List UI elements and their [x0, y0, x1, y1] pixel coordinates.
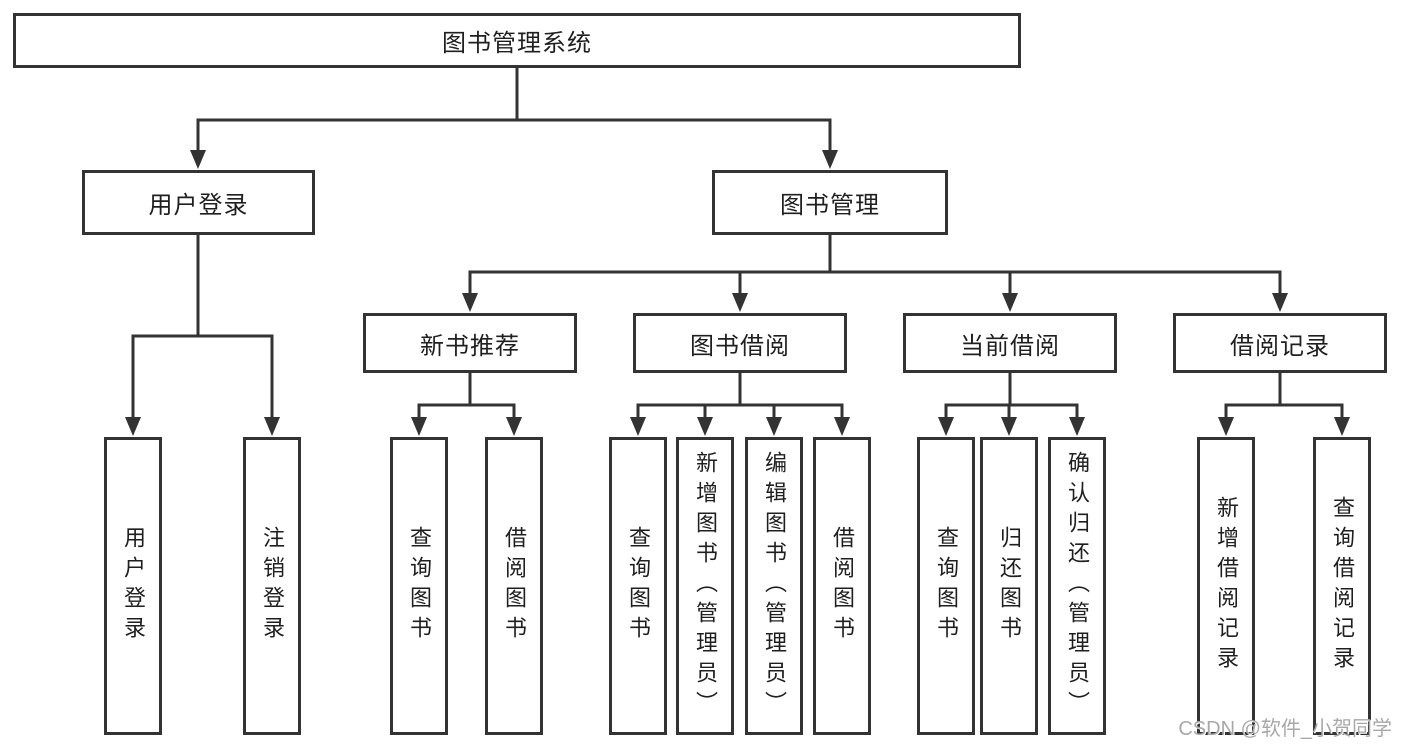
node-borrow-records-label: 借阅记录: [1230, 332, 1330, 360]
leaf-borrow-query-book-label: 查询图书: [626, 526, 651, 646]
arrowhead-icon: [938, 417, 954, 436]
node-book-borrow-label: 图书借阅: [690, 332, 790, 360]
arrowhead-icon: [1334, 417, 1350, 436]
connector-current-leaves: [944, 373, 1079, 420]
leaf-borrow-borrow-book-label: 借阅图书: [830, 526, 855, 646]
node-current-borrow: 当前借阅: [903, 313, 1117, 373]
leaf-recommend-borrow-book: 借阅图书: [485, 437, 543, 735]
leaf-borrow-query-book: 查询图书: [609, 437, 667, 735]
connector-records-leaves: [1224, 373, 1344, 420]
watermark: CSDN @软件_小贺同学: [1178, 718, 1392, 740]
node-book-mgmt: 图书管理: [712, 170, 948, 235]
node-root-label: 图书管理系统: [442, 30, 592, 57]
node-book-borrow: 图书借阅: [633, 313, 847, 373]
leaf-borrow-edit-book: 编辑图书（管理员）: [745, 437, 803, 735]
leaf-current-return-book: 归还图书: [980, 437, 1038, 735]
arrowhead-icon: [822, 150, 838, 169]
connector-mgmt-level3: [468, 235, 1282, 296]
leaf-records-query-record-label: 查询借阅记录: [1330, 496, 1355, 676]
connector-borrow-leaves: [636, 373, 844, 420]
node-user-login: 用户登录: [82, 170, 315, 235]
arrowhead-icon: [834, 417, 850, 436]
leaf-current-query-book: 查询图书: [917, 437, 975, 735]
node-current-borrow-label: 当前借阅: [960, 332, 1060, 360]
connector-recommend-leaves: [417, 373, 516, 420]
arrowhead-icon: [411, 417, 427, 436]
arrowhead-icon: [1002, 293, 1018, 312]
node-book-mgmt-label: 图书管理: [780, 192, 880, 219]
leaf-current-confirm-return-label: 确认归还（管理员）: [1065, 451, 1090, 721]
arrowhead-icon: [732, 293, 748, 312]
arrowhead-icon: [697, 417, 713, 436]
arrowhead-icon: [190, 150, 206, 169]
leaf-user-login-label: 用户登录: [121, 526, 146, 646]
leaf-records-add-record-label: 新增借阅记录: [1214, 496, 1239, 676]
leaf-borrow-add-book: 新增图书（管理员）: [676, 437, 734, 735]
leaf-recommend-borrow-book-label: 借阅图书: [502, 526, 527, 646]
arrowhead-icon: [1069, 417, 1085, 436]
arrowhead-icon: [1218, 417, 1234, 436]
arrowhead-icon: [125, 417, 141, 436]
leaf-borrow-add-book-label: 新增图书（管理员）: [693, 451, 718, 721]
node-user-login-label: 用户登录: [148, 192, 249, 219]
leaf-user-login: 用户登录: [104, 437, 162, 735]
connector-login-leaves: [131, 235, 274, 420]
arrowhead-icon: [630, 417, 646, 436]
leaf-recommend-query-book-label: 查询图书: [407, 526, 432, 646]
leaf-borrow-borrow-book: 借阅图书: [813, 437, 871, 735]
leaf-current-return-book-label: 归还图书: [997, 526, 1022, 646]
arrowhead-icon: [462, 293, 478, 312]
leaf-records-add-record: 新增借阅记录: [1197, 437, 1255, 735]
node-new-book-recommend-label: 新书推荐: [420, 332, 520, 360]
connector-root-level2: [196, 68, 832, 152]
arrowhead-icon: [264, 417, 280, 436]
leaf-logout: 注销登录: [243, 437, 301, 735]
arrowhead-icon: [1272, 293, 1288, 312]
node-new-book-recommend: 新书推荐: [363, 313, 577, 373]
leaf-logout-label: 注销登录: [260, 526, 285, 646]
node-borrow-records: 借阅记录: [1173, 313, 1387, 373]
arrowhead-icon: [506, 417, 522, 436]
leaf-current-confirm-return: 确认归还（管理员）: [1048, 437, 1106, 735]
leaf-records-query-record: 查询借阅记录: [1313, 437, 1371, 735]
leaf-borrow-edit-book-label: 编辑图书（管理员）: [762, 451, 787, 721]
leaf-recommend-query-book: 查询图书: [390, 437, 448, 735]
arrowhead-group: [125, 150, 1350, 436]
leaf-current-query-book-label: 查询图书: [934, 526, 959, 646]
node-root: 图书管理系统: [13, 13, 1021, 68]
arrowhead-icon: [1001, 417, 1017, 436]
arrowhead-icon: [766, 417, 782, 436]
